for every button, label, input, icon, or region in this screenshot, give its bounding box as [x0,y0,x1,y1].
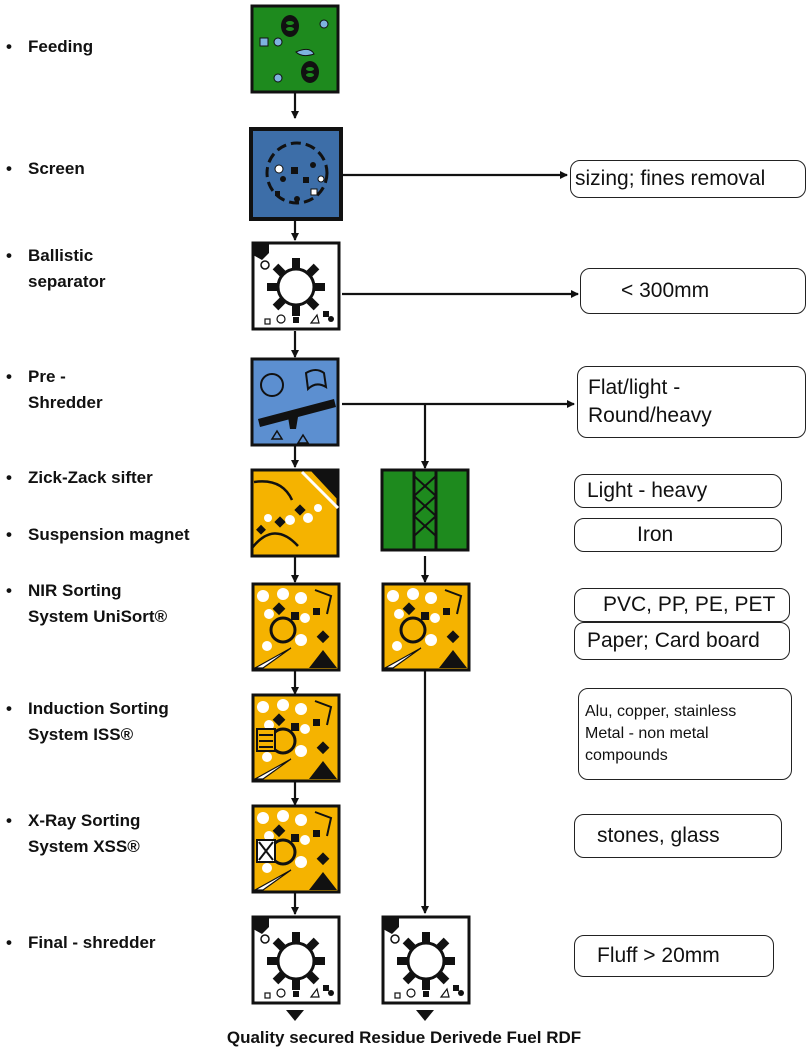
stage-label-feeding: •Feeding [6,37,94,56]
stage-label-suspension-magnet: •Suspension magnet [6,525,190,544]
result-box-flat-light: Flat/light - Round/heavy [577,366,806,438]
footer-caption: Quality secured Residue Derivede Fuel RD… [226,1028,582,1047]
stage-label-induction-sorting: •Induction Sorting System ISS® [6,699,169,744]
gear-icon [381,915,471,1005]
output-triangle [416,1010,434,1021]
result-box-light-heavy: Light - heavy [574,474,782,508]
stage-label-pre-shredder: •Pre - Shredder [6,367,103,412]
result-box-sizing: sizing; fines removal [570,160,806,198]
feeding-icon [250,4,340,94]
sorter-icon [381,582,471,672]
seesaw-icon [250,357,340,447]
sorter-icon [251,582,341,672]
result-box-300mm: < 300mm [580,268,806,314]
result-box-iron: Iron [574,518,782,552]
result-box-metals: Alu, copper, stainless Metal - non metal… [578,688,792,780]
xray-icon [251,804,341,894]
output-triangle [286,1010,304,1021]
stage-label-ballistic-separator: •Ballistic separator [6,246,106,291]
induction-icon [251,693,341,783]
stage-label-xray-sorting: •X-Ray Sorting System XSS® [6,811,141,856]
magnet-icon [380,468,470,552]
result-box-stones-glass: stones, glass [574,814,782,858]
screen-icon [249,127,343,221]
stage-label-zick-zack-sifter: •Zick-Zack sifter [6,468,153,487]
result-box-paper: Paper; Card board [574,622,790,660]
stage-label-screen: •Screen [6,159,85,178]
gear-icon [251,241,341,331]
result-box-fluff: Fluff > 20mm [574,935,774,977]
sifter-icon [250,468,340,558]
stage-label-final-shredder: •Final - shredder [6,933,156,952]
stage-label-nir-sorting: •NIR Sorting System UniSort® [6,581,168,626]
gear-icon [251,915,341,1005]
result-box-plastics: PVC, PP, PE, PET [574,588,790,622]
